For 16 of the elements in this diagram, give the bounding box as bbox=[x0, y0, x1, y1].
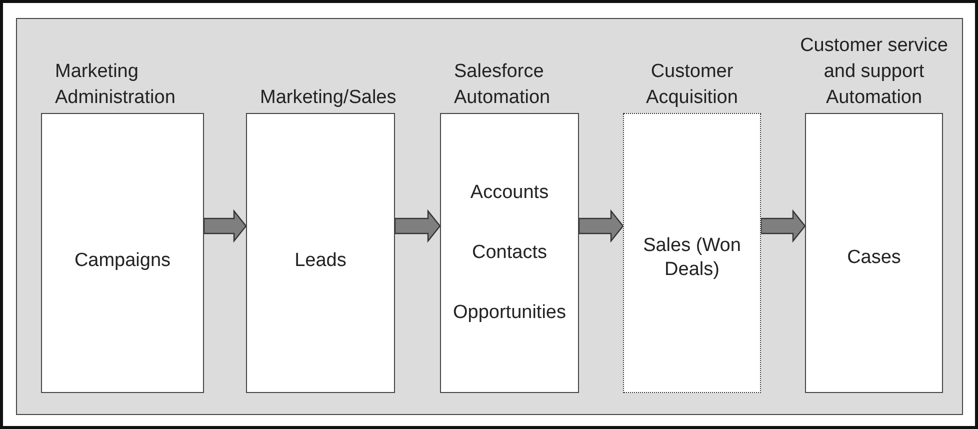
box-text: Campaigns bbox=[74, 249, 171, 273]
box-text: Contacts bbox=[472, 241, 547, 265]
block-arrow bbox=[203, 209, 247, 243]
stage-heading: Marketing/Sales bbox=[260, 86, 398, 110]
stage-heading: Customer Acquisition bbox=[645, 60, 739, 110]
stage-heading: Salesforce Automation bbox=[454, 60, 552, 110]
block-arrow bbox=[578, 209, 624, 243]
box-text: Leads bbox=[294, 249, 346, 273]
box-text: Cases bbox=[847, 246, 901, 270]
stage-heading: Customer service and support Automation bbox=[799, 34, 949, 110]
box-text: Opportunities bbox=[452, 301, 566, 325]
block-arrow bbox=[394, 209, 441, 243]
box-text: Sales (Won Deals) bbox=[642, 234, 742, 282]
block-arrow bbox=[760, 209, 806, 243]
box-text: Accounts bbox=[470, 181, 549, 205]
stage-heading: Marketing Administration bbox=[55, 60, 176, 110]
